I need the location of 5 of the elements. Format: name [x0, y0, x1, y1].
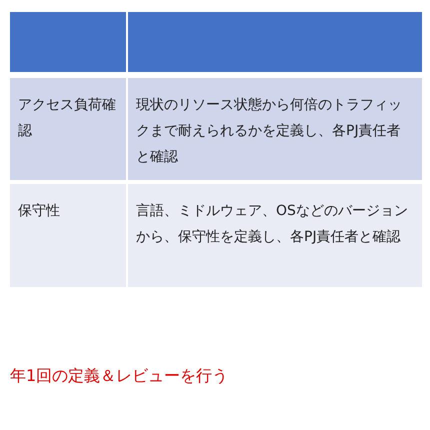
- note-text: 年1回の定義＆レビューを行う: [10, 366, 228, 387]
- table-cell: アクセス負荷確認: [10, 78, 126, 180]
- table-cell: 言語、ミドルウェア、OSなどのバージョンから、保守性を定義し、各PJ責任者と確認: [128, 184, 422, 287]
- table-cell: 現状のリソース状態から何倍のトラフィックまで耐えられるかを定義し、各PJ責任者と確認: [128, 78, 422, 180]
- table-cell: 保守性: [10, 184, 126, 287]
